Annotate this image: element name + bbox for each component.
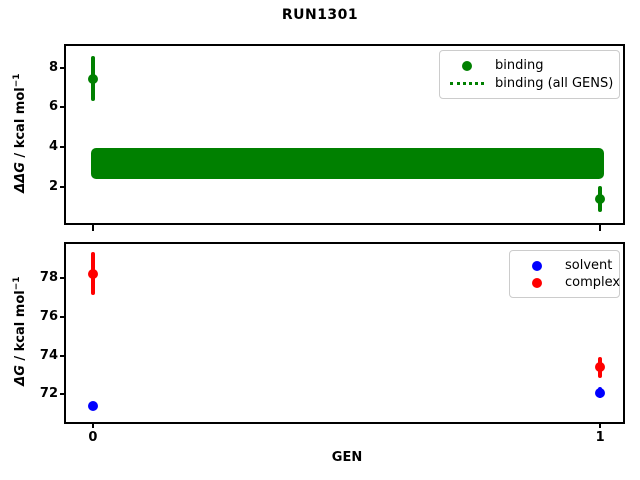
legend-label-solvent: solvent <box>565 258 613 273</box>
y-tick-label: 72 <box>39 386 58 402</box>
x-tick-mark <box>91 422 94 428</box>
y-tick-label: 4 <box>48 139 58 155</box>
binding-marker-icon <box>448 60 486 71</box>
binding-data-point <box>87 73 98 84</box>
legend-item-solvent: solvent <box>518 257 613 274</box>
y-tick-mark <box>60 106 66 109</box>
legend-label-complex: complex <box>565 275 621 290</box>
dotted-line-icon <box>448 81 486 85</box>
x-axis-label: GEN <box>331 450 363 465</box>
x-tick-mark <box>599 422 602 428</box>
chart-title: RUN1301 <box>281 7 359 23</box>
y-tick-mark <box>60 316 66 319</box>
legend-item-binding: binding <box>448 57 611 75</box>
legend-label-binding-all-gens: binding (all GENS) <box>495 75 614 91</box>
top-legend: binding binding (all GENS) <box>439 50 620 99</box>
y-tick-label: 2 <box>48 178 58 194</box>
y-tick-mark <box>60 66 66 69</box>
solvent-data-point <box>87 401 98 412</box>
y-tick-mark <box>60 393 66 396</box>
complex-data-point <box>87 268 98 279</box>
complex-marker-icon <box>518 277 556 288</box>
x-tick-mark <box>91 225 94 231</box>
legend-item-complex: complex <box>518 274 620 291</box>
x-tick-label: 1 <box>595 430 605 445</box>
bottom-legend: solvent complex <box>509 250 620 298</box>
y-tick-mark <box>60 185 66 188</box>
x-tick-label: 0 <box>88 430 98 445</box>
y-tick-label: 6 <box>48 99 58 115</box>
y-tick-label: 78 <box>39 270 58 286</box>
binding-all-gens-band <box>90 148 605 179</box>
legend-item-binding-all-gens: binding (all GENS) <box>448 75 614 93</box>
solvent-marker-icon <box>518 260 556 271</box>
bottom-y-axis-label-symbol: ΔG <box>13 365 29 386</box>
y-tick-mark <box>60 354 66 357</box>
legend-label-binding: binding <box>495 58 544 74</box>
binding-data-point <box>595 193 606 204</box>
y-tick-label: 74 <box>39 347 58 363</box>
complex-data-point <box>595 362 606 373</box>
y-tick-mark <box>60 146 66 149</box>
solvent-data-point <box>595 387 606 398</box>
x-tick-mark <box>599 225 602 231</box>
y-tick-label: 76 <box>39 309 58 325</box>
y-tick-label: 8 <box>48 59 58 75</box>
y-tick-mark <box>60 277 66 280</box>
